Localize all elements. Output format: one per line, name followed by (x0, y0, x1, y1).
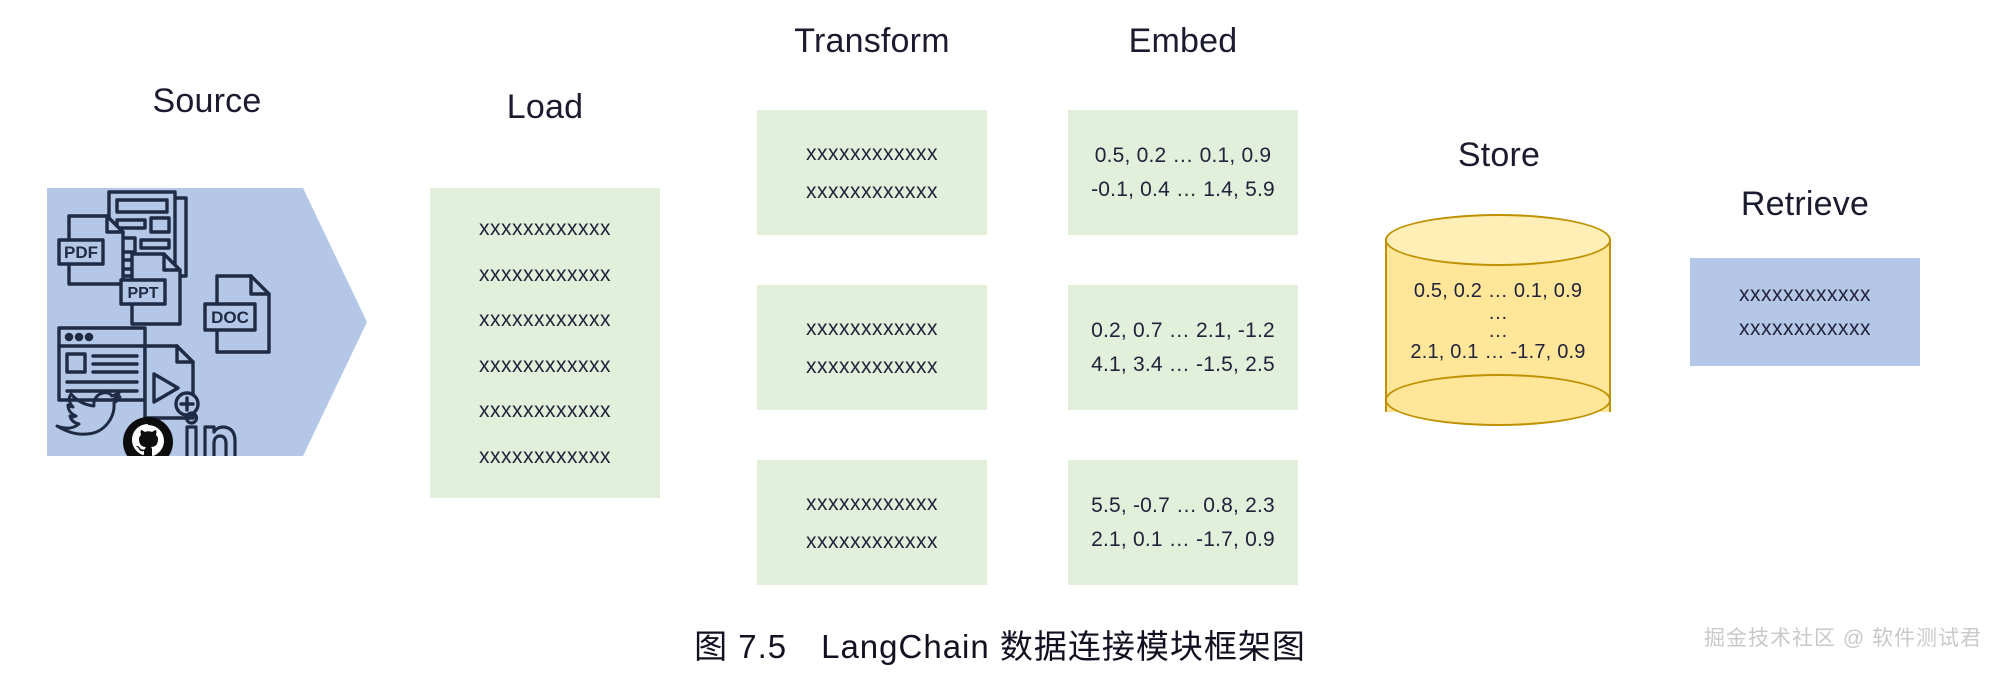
store-ellipsis: … (1488, 320, 1508, 342)
svg-text:PDF: PDF (64, 243, 98, 262)
embed-vector-line: -0.1, 0.4 … 1.4, 5.9 (1091, 177, 1275, 201)
twitter-icon (55, 391, 122, 436)
load-text-line: xxxxxxxxxxxx (479, 399, 611, 423)
load-text-line: xxxxxxxxxxxx (479, 262, 611, 286)
transform-text-line: xxxxxxxxxxxx (806, 141, 938, 165)
load-text-line: xxxxxxxxxxxx (479, 353, 611, 377)
stage-title-retrieve: Retrieve (1740, 185, 1870, 223)
transform-text-line: xxxxxxxxxxxx (806, 354, 938, 378)
cylinder-top-ellipse (1385, 214, 1611, 266)
store-vector-text: 0.5, 0.2 … 0.1, 0.9 … … 2.1, 0.1 … -1.7,… (1385, 280, 1611, 364)
store-vector-line: 2.1, 0.1 … -1.7, 0.9 (1410, 341, 1586, 363)
embed-vector-box: 0.5, 0.2 … 0.1, 0.9 -0.1, 0.4 … 1.4, 5.9 (1068, 110, 1298, 235)
embed-vector-line: 4.1, 3.4 … -1.5, 2.5 (1091, 352, 1275, 376)
embed-vector-box: 5.5, -0.7 … 0.8, 2.3 2.1, 0.1 … -1.7, 0.… (1068, 460, 1298, 585)
source-icon-group: PDF PPT DOC (47, 188, 367, 456)
stage-title-embed: Embed (1128, 22, 1238, 60)
embed-vector-line: 5.5, -0.7 … 0.8, 2.3 (1091, 493, 1275, 517)
retrieve-result-box: xxxxxxxxxxxx xxxxxxxxxxxx (1690, 258, 1920, 366)
load-text-line: xxxxxxxxxxxx (479, 308, 611, 332)
browser-window-icon (57, 326, 147, 402)
load-text-line: xxxxxxxxxxxx (479, 217, 611, 241)
embed-vector-line: 2.1, 0.1 … -1.7, 0.9 (1091, 527, 1275, 551)
stage-title-store: Store (1457, 136, 1541, 174)
load-document-box: xxxxxxxxxxxx xxxxxxxxxxxx xxxxxxxxxxxx x… (430, 188, 660, 498)
store-database-cylinder: 0.5, 0.2 … 0.1, 0.9 … … 2.1, 0.1 … -1.7,… (1385, 214, 1613, 440)
retrieve-text-line: xxxxxxxxxxxx (1739, 283, 1871, 306)
embed-vector-line: 0.2, 0.7 … 2.1, -1.2 (1091, 318, 1275, 342)
load-text-line: xxxxxxxxxxxx (479, 444, 611, 468)
transform-chunk-box: xxxxxxxxxxxx xxxxxxxxxxxx (757, 110, 987, 235)
transform-text-line: xxxxxxxxxxxx (806, 529, 938, 553)
stage-title-source: Source (152, 82, 262, 120)
doc-file-icon: DOC (203, 274, 271, 354)
watermark-text: 掘金技术社区 @ 软件测试君 (1704, 627, 1982, 650)
cylinder-bottom-ellipse (1385, 374, 1611, 426)
stage-title-transform: Transform (794, 22, 950, 60)
store-vector-line: 0.5, 0.2 … 0.1, 0.9 (1413, 280, 1583, 302)
ppt-file-icon: PPT (119, 252, 182, 326)
figure-caption: 图 7.5 LangChain 数据连接模块框架图 (694, 628, 1306, 665)
svg-text:PPT: PPT (127, 285, 158, 302)
video-file-icon (143, 344, 200, 420)
stage-title-load: Load (506, 88, 584, 126)
transform-text-line: xxxxxxxxxxxx (806, 179, 938, 203)
retrieve-text-line: xxxxxxxxxxxx (1739, 317, 1871, 340)
pdf-file-icon: PDF (57, 214, 125, 286)
embed-vector-line: 0.5, 0.2 … 0.1, 0.9 (1094, 143, 1272, 167)
svg-text:DOC: DOC (211, 308, 249, 327)
transform-chunk-box: xxxxxxxxxxxx xxxxxxxxxxxx (757, 460, 987, 585)
transform-chunk-box: xxxxxxxxxxxx xxxxxxxxxxxx (757, 285, 987, 410)
embed-vector-box: 0.2, 0.7 … 2.1, -1.2 4.1, 3.4 … -1.5, 2.… (1068, 285, 1298, 410)
linkedin-icon (184, 411, 237, 456)
transform-text-line: xxxxxxxxxxxx (806, 491, 938, 515)
store-ellipsis: … (1488, 302, 1508, 324)
transform-text-line: xxxxxxxxxxxx (806, 316, 938, 340)
github-icon (123, 417, 173, 456)
